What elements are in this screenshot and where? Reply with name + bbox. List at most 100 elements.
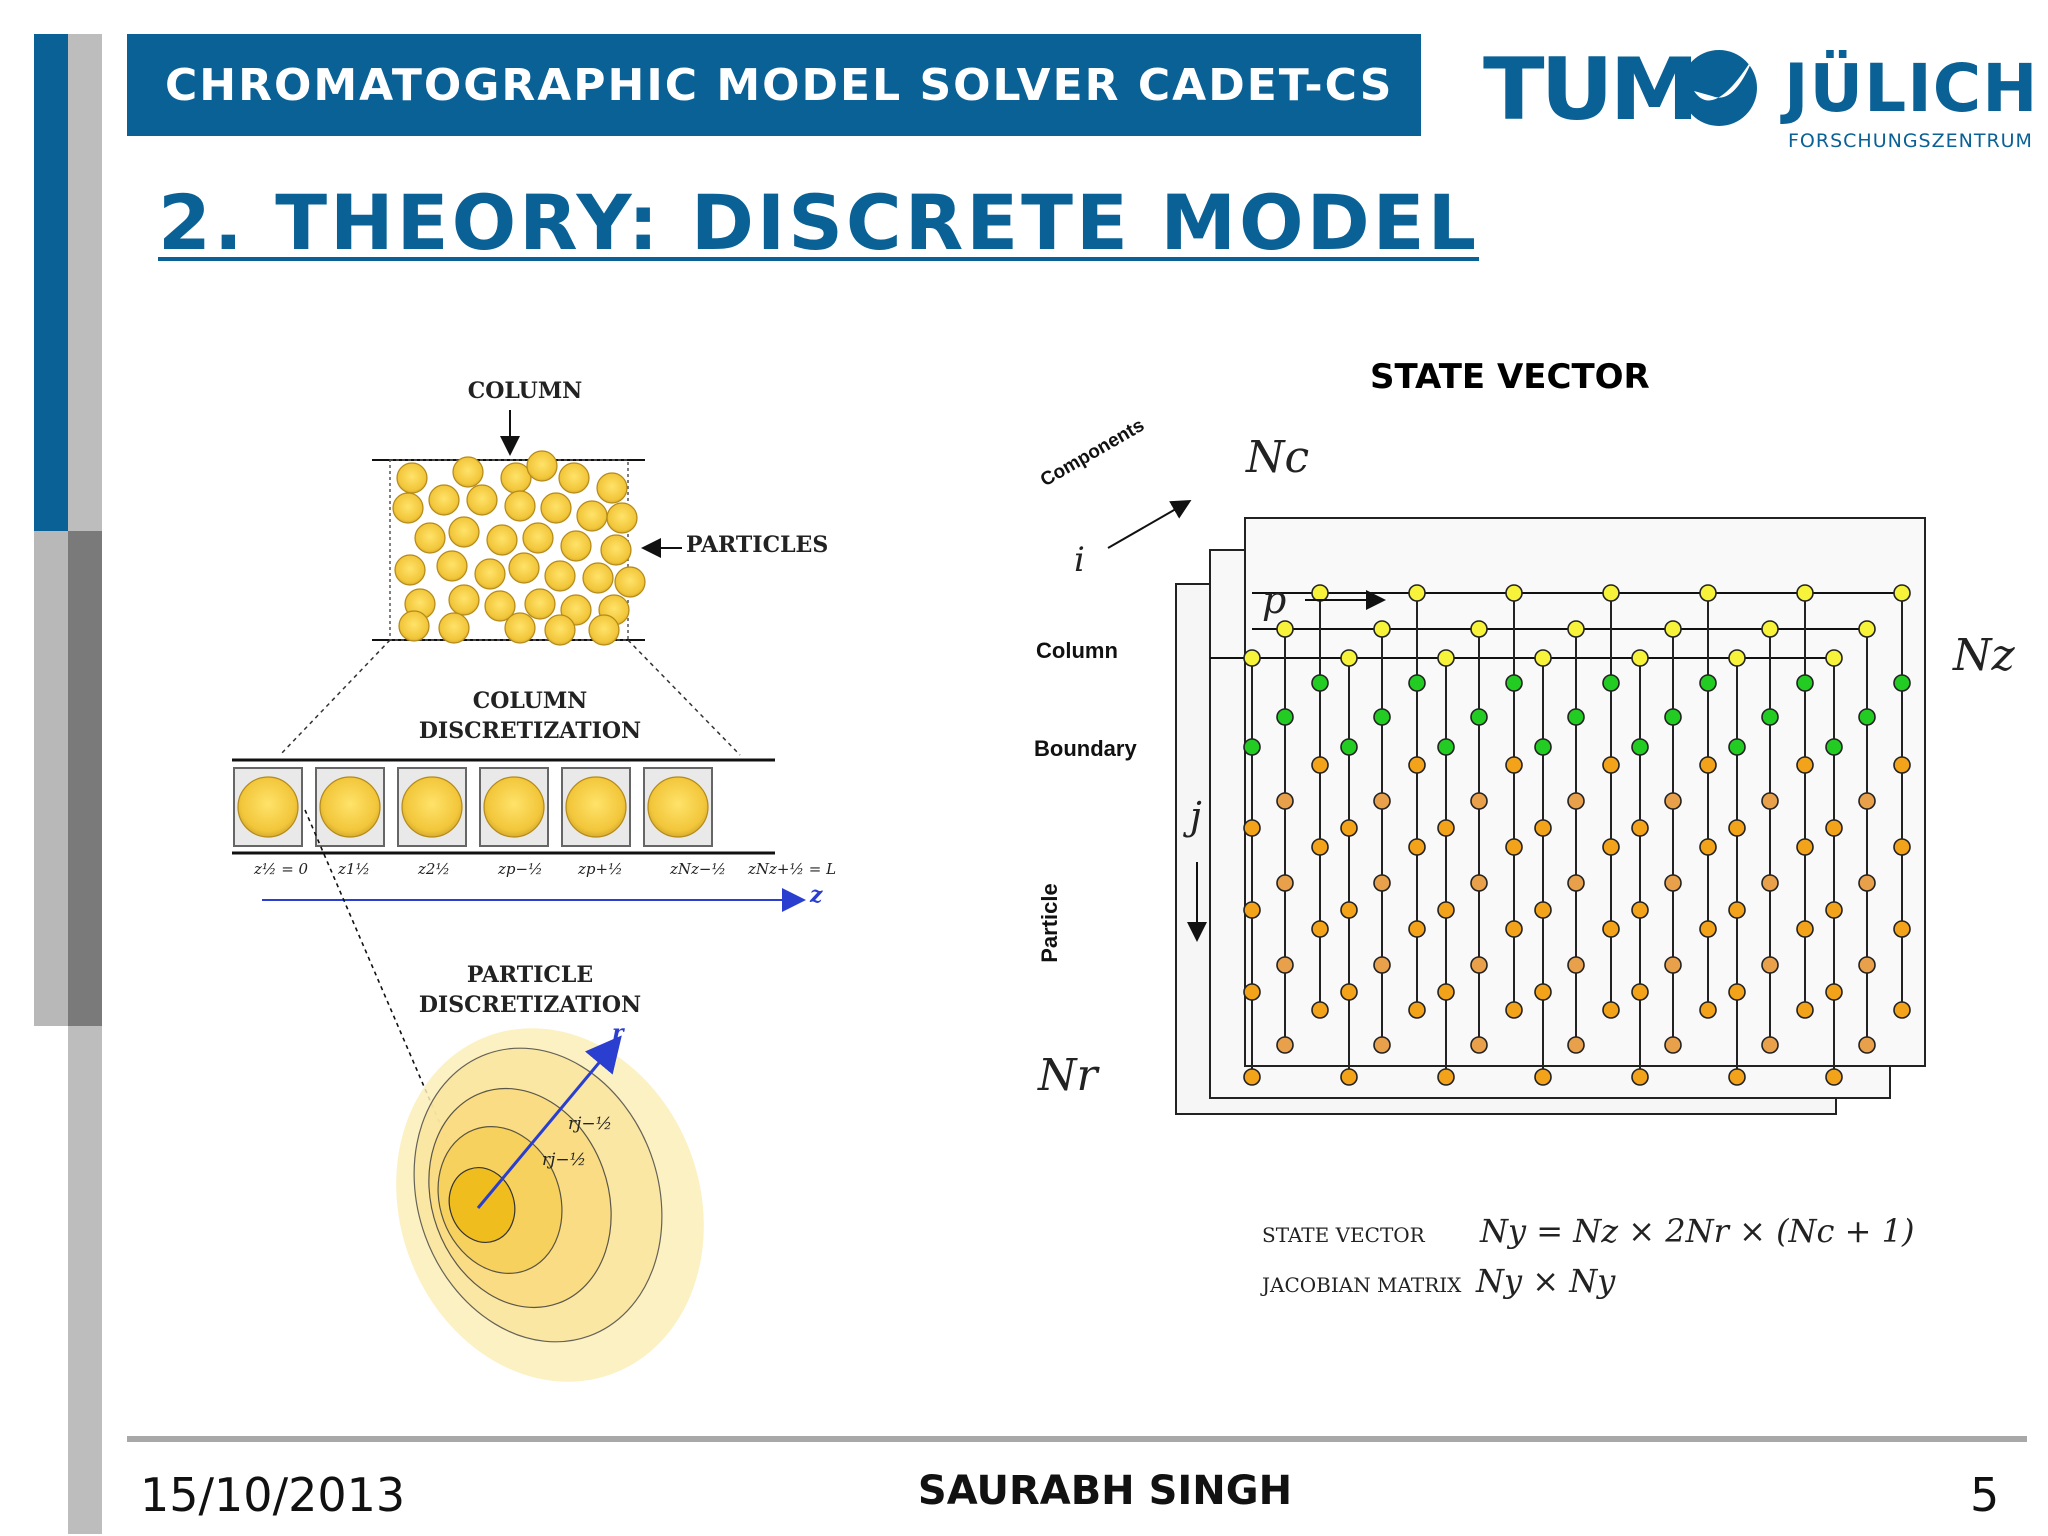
- footer-date: 15/10/2013: [140, 1468, 406, 1522]
- state-node: [1470, 874, 1488, 892]
- state-node: [1534, 1068, 1552, 1086]
- state-node: [1276, 956, 1294, 974]
- state-node: [1761, 620, 1779, 638]
- cell-particle: [319, 776, 381, 838]
- state-node: [1534, 983, 1552, 1001]
- footer-author: SAURABH SINGH: [917, 1468, 1293, 1514]
- Nz-symbol: Nz: [1953, 630, 2015, 681]
- state-node: [1567, 620, 1585, 638]
- julich-swoosh-icon: [1681, 50, 1757, 126]
- column-discretization-label-1: COLUMN: [472, 688, 588, 714]
- state-node: [1796, 674, 1814, 692]
- state-node: [1728, 983, 1746, 1001]
- state-node: [1664, 708, 1682, 726]
- state-node: [1567, 792, 1585, 810]
- particle: [522, 522, 554, 554]
- state-node: [1437, 819, 1455, 837]
- column-diagram-graphics: [232, 410, 806, 1382]
- particle: [614, 566, 646, 598]
- z-tick-label: zNz+½ = L: [748, 860, 837, 878]
- cell-particle: [401, 776, 463, 838]
- particle: [438, 612, 470, 644]
- particle: [526, 450, 558, 482]
- state-node: [1602, 920, 1620, 938]
- particle: [428, 484, 460, 516]
- particle: [576, 500, 608, 532]
- state-node: [1373, 620, 1391, 638]
- state-node: [1470, 708, 1488, 726]
- state-node: [1728, 819, 1746, 837]
- state-node: [1728, 738, 1746, 756]
- particle: [524, 588, 556, 620]
- state-node: [1893, 756, 1911, 774]
- state-node: [1631, 738, 1649, 756]
- r-label-outer: rj−½: [568, 1114, 613, 1134]
- state-node: [1893, 838, 1911, 856]
- header-banner: CHROMATOGRAPHIC MODEL SOLVER CADET-CS: [127, 34, 1421, 136]
- state-node: [1276, 874, 1294, 892]
- r-label-inner: rj−½: [542, 1150, 587, 1170]
- cell-particle: [647, 776, 709, 838]
- state-node: [1470, 1036, 1488, 1054]
- state-node: [1276, 620, 1294, 638]
- state-node: [1276, 1036, 1294, 1054]
- state-node: [1276, 792, 1294, 810]
- state-node: [1276, 708, 1294, 726]
- j-symbol: j: [1190, 794, 1202, 838]
- state-grid-nodes: [1243, 584, 1911, 1086]
- particle: [394, 554, 426, 586]
- discretization-cells: [233, 767, 713, 847]
- state-node: [1761, 708, 1779, 726]
- cell-particle: [565, 776, 627, 838]
- state-node: [1311, 756, 1329, 774]
- state-node: [1631, 983, 1649, 1001]
- particle: [544, 560, 576, 592]
- state-node: [1243, 983, 1261, 1001]
- formula-block: STATE VECTOR Ny = Nz × 2Nr × (Nc + 1) JA…: [1262, 1212, 1914, 1300]
- cell-particle: [237, 776, 299, 838]
- particle: [448, 584, 480, 616]
- state-node: [1505, 584, 1523, 602]
- state-node: [1664, 874, 1682, 892]
- state-node: [1893, 1001, 1911, 1019]
- z-tick-label: zp+½: [578, 860, 623, 878]
- state-node: [1408, 1001, 1426, 1019]
- state-node: [1664, 1036, 1682, 1054]
- state-node: [1631, 901, 1649, 919]
- state-node: [1699, 920, 1717, 938]
- particle-side-label: Particle: [1036, 883, 1062, 963]
- state-node: [1243, 649, 1261, 667]
- state-node: [1602, 756, 1620, 774]
- page-title: 2. THEORY: DISCRETE MODEL: [158, 178, 1480, 267]
- state-node: [1699, 1001, 1717, 1019]
- z-tick-label: z2½: [418, 860, 450, 878]
- particle: [504, 612, 536, 644]
- particle: [436, 550, 468, 582]
- boundary-side-label: Boundary: [1034, 736, 1137, 761]
- state-vector-formula: Ny = Nz × 2Nr × (Nc + 1): [1480, 1212, 1915, 1250]
- particle: [396, 462, 428, 494]
- particle: [414, 522, 446, 554]
- state-vector-diagram: Components Nc i p j Nz Nr Column Boundar…: [1020, 410, 2040, 1130]
- state-node: [1602, 838, 1620, 856]
- state-node: [1408, 838, 1426, 856]
- state-node: [1664, 792, 1682, 810]
- state-node: [1893, 584, 1911, 602]
- state-node: [1796, 838, 1814, 856]
- state-node: [1796, 1001, 1814, 1019]
- state-node: [1858, 1036, 1876, 1054]
- state-node: [1602, 1001, 1620, 1019]
- state-node: [1631, 819, 1649, 837]
- particle: [466, 484, 498, 516]
- state-node: [1728, 901, 1746, 919]
- state-node: [1373, 874, 1391, 892]
- state-node: [1602, 674, 1620, 692]
- particle: [544, 614, 576, 646]
- state-node: [1408, 756, 1426, 774]
- state-node: [1340, 649, 1358, 667]
- particle: [582, 562, 614, 594]
- state-node: [1505, 1001, 1523, 1019]
- state-node: [1311, 674, 1329, 692]
- particle: [448, 516, 480, 548]
- state-node: [1470, 792, 1488, 810]
